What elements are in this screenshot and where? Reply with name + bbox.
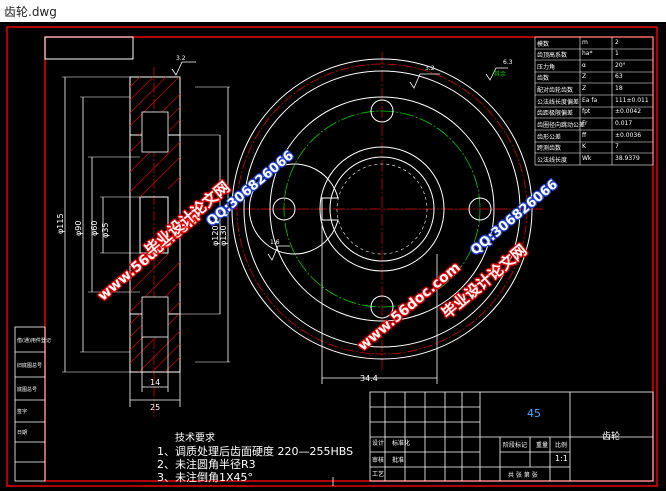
window-titlebar: 齿轮.dwg [0, 0, 666, 22]
param-val: 38.9379 [615, 155, 640, 162]
param-sym: Z [582, 73, 587, 80]
outer-border [6, 26, 658, 487]
material: 45 [527, 407, 541, 420]
param-sym: Fr [582, 120, 588, 127]
dim-w25: 25 [150, 403, 160, 412]
param-val: 7 [615, 143, 619, 150]
tb-label: 审核 [372, 457, 385, 464]
param-name: 齿距极限偏差 [537, 110, 574, 117]
tb-label: 批准 [392, 457, 405, 464]
tech-item: 2、未注圆角半径R3 [157, 458, 256, 471]
tech-item: 1、调质处理后齿面硬度 220—255HBS [157, 445, 354, 458]
param-sym: Z [582, 85, 587, 92]
left-block-label: 日期 [17, 430, 28, 436]
dim-d115: φ115 [56, 213, 65, 234]
param-val: 1 [615, 50, 619, 57]
tb-label: 工艺 [372, 471, 385, 478]
ra-rest: 6.3 [503, 59, 513, 66]
window-title: 齿轮.dwg [4, 5, 57, 19]
cad-drawing: 3.2 [6, 26, 658, 487]
gear-front-view [225, 52, 545, 372]
left-block-label: 签字 [17, 409, 28, 415]
param-name: 模数 [537, 41, 550, 48]
param-sym: α [582, 62, 586, 69]
param-sym: fpt [582, 108, 591, 115]
param-val: ±0.0036 [615, 132, 642, 139]
param-name: 公法线长度偏差 [537, 99, 580, 106]
param-sym: ha* [582, 50, 593, 57]
gear-section-view [62, 61, 230, 417]
part-name: 齿轮 [602, 432, 621, 442]
param-val: 63 [615, 73, 623, 80]
dim-w14: 14 [150, 378, 160, 387]
param-name: 齿顶高系数 [537, 52, 568, 59]
param-val: 111±0.011 [615, 97, 649, 104]
inner-border [44, 36, 654, 482]
param-val: 2 [615, 39, 619, 46]
scale: 1:1 [555, 454, 568, 463]
tb-label: 设计 [372, 440, 385, 447]
left-block-label: 借(通)用件登记 [17, 338, 51, 344]
tech-title: 技术要求 [175, 433, 215, 444]
param-sym: Wk [582, 155, 592, 162]
drawing-number-box [44, 36, 134, 60]
param-sym: Ea fa [582, 97, 598, 104]
technical-requirements: 技术要求 1、调质处理后齿面硬度 220—255HBS 2、未注圆角半径R3 3… [157, 432, 353, 484]
dim-d120: φ120 [211, 225, 220, 246]
tech-item: 3、未注倒角1X45° [157, 471, 254, 484]
tb-label: 重量 [536, 442, 549, 449]
ra-top: 3.2 [176, 55, 186, 62]
dim-key: 34.4 [360, 374, 378, 383]
param-sym: K [582, 143, 586, 150]
tb-label: 共 张 第 张 [508, 472, 538, 479]
cad-drawing-canvas[interactable]: 3.2 [0, 22, 666, 491]
dim-d90: φ90 [74, 221, 83, 236]
ra-finish: 3.2 [425, 65, 435, 72]
param-val: 0.017 [615, 120, 633, 127]
param-name: 齿数 [537, 75, 550, 82]
left-stamp-block [14, 326, 46, 482]
left-block-label: 底图总号 [17, 387, 38, 393]
param-table-grid [534, 36, 654, 166]
param-name: 齿形公差 [537, 134, 562, 141]
dim-d130: φ130 [219, 225, 228, 246]
param-sym: m [582, 39, 588, 46]
param-name: 齿圈径向跳动公差 [537, 122, 586, 129]
param-val: 20° [615, 62, 626, 69]
param-name: 配对齿轮齿数 [537, 87, 574, 94]
param-name: 跨测齿数 [537, 145, 562, 152]
dim-d60: φ60 [90, 221, 99, 236]
param-sym: ff [582, 132, 587, 139]
ra-rest-label: 其余 [494, 70, 506, 78]
param-name: 压力角 [537, 64, 556, 71]
left-block-label: 旧底图总号 [17, 363, 43, 369]
param-name: 公法线长度 [537, 157, 568, 164]
param-val: 18 [615, 85, 623, 92]
dim-d35: φ35 [101, 223, 110, 238]
tb-label: 比例 [555, 442, 568, 449]
tb-label: 标准化 [392, 440, 411, 447]
title-block-grid [369, 391, 654, 482]
param-val: ±0.0042 [615, 108, 642, 115]
tb-label: 阶段标记 [503, 442, 528, 449]
ra-bore: 1.6 [270, 239, 280, 246]
